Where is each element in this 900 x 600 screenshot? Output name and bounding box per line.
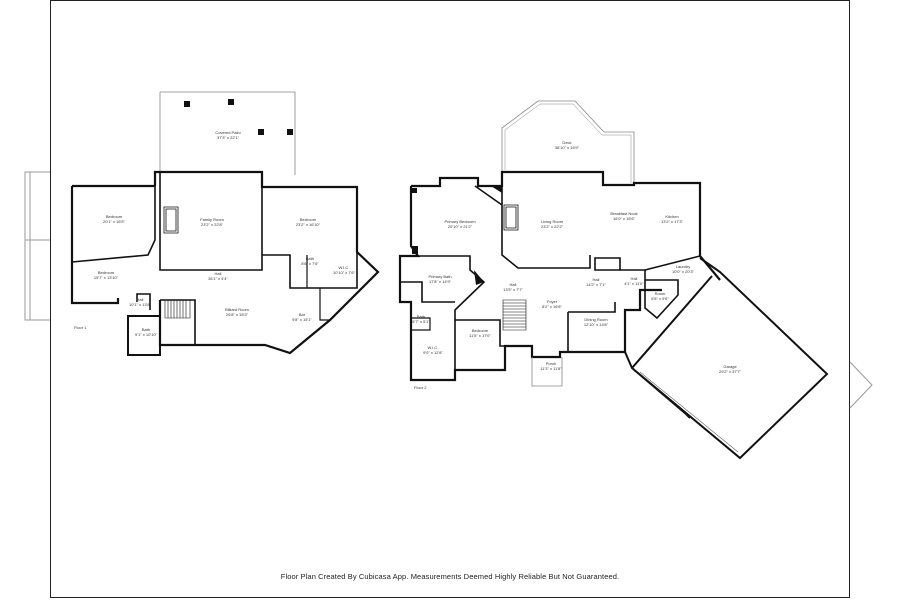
- deck-outline: [501, 100, 635, 185]
- floor1-label: Floor 1: [74, 325, 87, 330]
- page-frame: [50, 0, 850, 598]
- garage-outline: [624, 257, 829, 460]
- edge-fragment-right: [849, 361, 873, 409]
- floor2-label: Floor 2: [414, 385, 427, 390]
- floor2-outer-wall: [398, 170, 721, 382]
- edge-fragment-left: [24, 171, 50, 321]
- room-label-wic-b: W.I.C.9'0" x 12'8": [423, 345, 443, 355]
- disclaimer-footer: Floor Plan Created By Cubicasa App. Meas…: [280, 572, 620, 581]
- room-label-wic-a: W.I.C.10'10" x 7'6": [333, 265, 355, 275]
- floor2-plan: [398, 100, 829, 460]
- floor1-outer-wall: [70, 170, 380, 355]
- covered-patio-outline: [160, 91, 296, 175]
- floor1-plan: [70, 91, 380, 356]
